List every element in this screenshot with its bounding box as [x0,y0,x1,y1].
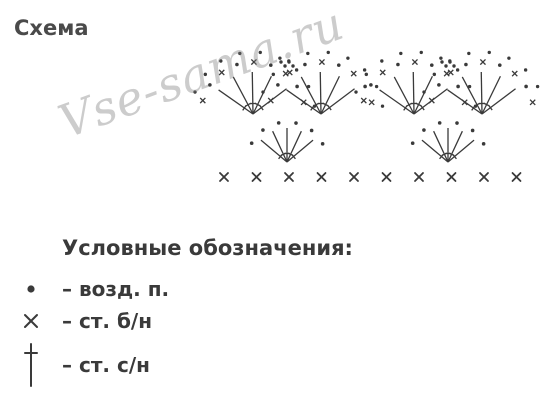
legend-label-chain: – возд. п. [62,277,170,301]
base-cross-icon [219,172,229,182]
chain-dot-icon [238,51,242,56]
base-cross-icon [251,172,262,182]
chain-dot-icon [276,83,280,87]
base-row-single-crochets [219,172,522,182]
chain-dot-icon [291,64,295,68]
chain-dot-icon [380,104,385,108]
legend-label-single-crochet: – ст. б/н [62,309,153,333]
chain-dot-icon [235,62,239,67]
chain-dot-icon [364,72,369,77]
chain-dot-icon [523,68,528,72]
fan-stitches [193,50,540,163]
chain-dot-icon [309,128,314,133]
chain-dot-icon [419,50,423,55]
chain-dot-icon [439,56,443,60]
fan-motif [193,50,385,163]
chain-dot-icon [429,63,434,67]
chain-dot-icon [467,51,471,56]
chain-dot-icon [306,84,311,89]
chain-dot-icon [535,84,540,89]
legend-label-double-crochet: – ст. с/н [62,353,150,377]
chain-dot-icon [362,68,367,72]
chain-dot-icon [271,72,276,77]
legend-item-single-crochet: – ст. б/н [18,308,152,334]
chain-dot-icon [487,50,491,55]
chain-dot-icon [279,60,283,64]
chain-dot-icon [455,68,460,72]
dot-icon [18,276,44,302]
base-cross-icon [446,172,457,182]
chain-dot-icon [396,62,400,67]
chain-dot-icon [464,62,468,67]
chain-dot-icon [295,84,299,89]
chain-dot-icon [363,84,367,89]
chain-dot-icon [467,84,472,89]
chain-dot-icon [422,90,426,94]
chain-dot-icon [399,51,403,56]
base-cross-icon [511,172,522,182]
chain-dot-icon [336,63,341,67]
chain-dot-icon [208,83,212,87]
chain-dot-icon [203,72,208,77]
chain-dot-icon [193,90,197,94]
legend-title: Условные обозначения: [62,236,353,260]
chain-dot-icon [524,84,528,89]
chain-dot-icon [276,121,281,125]
scheme-title: Схема [14,16,89,40]
chain-dot-icon [437,121,442,125]
legend-item-chain: – возд. п. [18,276,169,302]
chain-dot-icon [507,56,511,60]
chain-dot-icon [497,63,502,67]
chain-dot-icon [219,59,223,63]
chain-dot-icon [354,90,358,94]
chain-dot-icon [432,72,437,77]
cross-icon [18,308,44,334]
base-cross-icon [414,172,424,182]
chain-dot-icon [440,60,444,64]
chain-dot-icon [456,84,460,89]
chain-dot-icon [410,141,415,146]
chain-dot-icon [437,83,441,87]
chain-dot-icon [444,64,448,68]
chain-dot-icon [452,64,456,68]
chain-dot-icon [380,59,384,63]
chain-dot-icon [306,51,310,56]
chain-dot-icon [422,128,426,132]
base-cross-icon [284,172,294,182]
dagger-icon [18,342,44,388]
base-cross-icon [479,172,489,182]
fan-motif [354,50,540,163]
chain-dot-icon [294,68,299,72]
base-cross-icon [316,172,327,182]
chain-dot-icon [303,62,307,67]
chain-dot-icon [374,84,379,89]
chain-dot-icon [261,128,265,132]
legend-item-double-crochet: – ст. с/н [18,342,150,388]
chain-dot-icon [287,60,291,64]
chain-dot-icon [249,141,254,146]
chain-dot-icon [258,50,262,55]
chain-dot-icon [481,142,486,146]
chain-dot-icon [283,64,287,68]
chain-dot-icon [455,121,459,125]
chain-dot-icon [261,90,265,94]
chain-dot-icon [448,60,452,64]
chain-dot-icon [369,83,373,87]
chain-dot-icon [268,63,273,67]
chain-dot-icon [326,50,330,55]
chain-dot-icon [294,121,298,125]
base-cross-icon [381,172,392,182]
base-cross-icon [349,172,359,182]
chain-dot-icon [346,56,350,60]
chain-dot-icon [320,142,325,146]
chain-dot-icon [470,128,475,133]
crochet-scheme [193,50,540,182]
chain-dot-icon [278,56,282,60]
